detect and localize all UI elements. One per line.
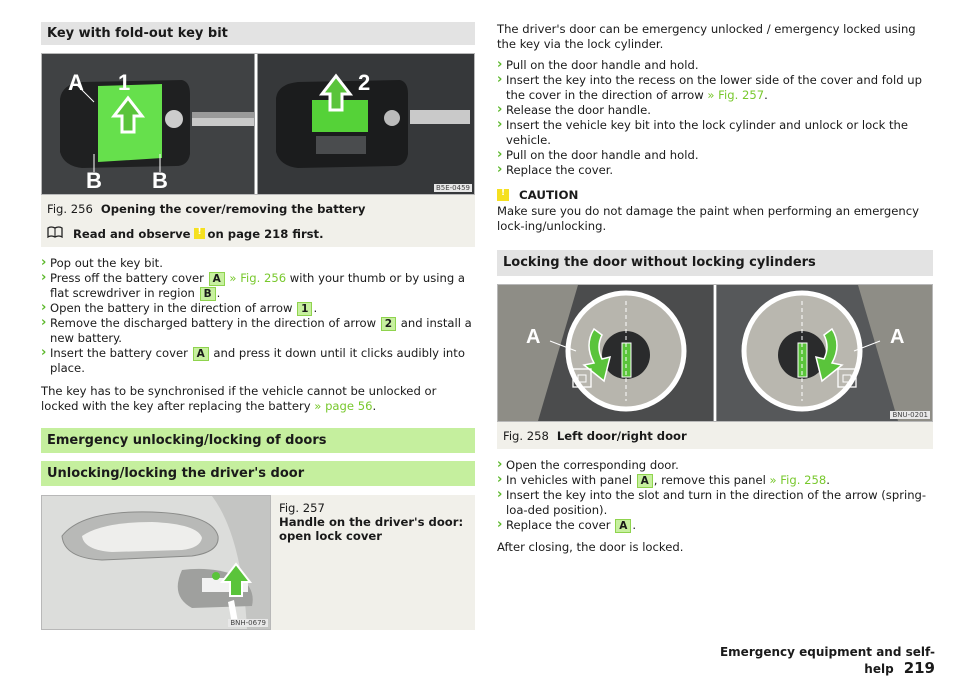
- figure-256: A 1 2 B B B5E-0459 Fig. 256 Opening the c…: [41, 53, 475, 222]
- step-item: Insert the battery cover A and press it …: [41, 345, 475, 376]
- figure-257-code: BNH-0679: [228, 619, 268, 627]
- after-closing-text: After closing, the door is locked.: [497, 540, 684, 554]
- figure-257-caption: Fig. 257 Handle on the driver's door: op…: [279, 501, 469, 543]
- section-header-driver-door: Unlocking/locking the driver's door: [41, 461, 475, 486]
- step-item: Open the corresponding door.: [497, 457, 933, 473]
- door-handle-illustration: [42, 496, 270, 629]
- key-label-b: B: [199, 287, 216, 301]
- step-item: Pull on the door handle and hold.: [497, 57, 933, 73]
- key-label-2: 2: [380, 317, 397, 331]
- figure-256-image: A 1 2 B B B5E-0459: [41, 53, 475, 195]
- step-item: In vehicles with panel A, remove this pa…: [497, 472, 933, 488]
- steps-no-cylinder: Open the corresponding door. In vehicles…: [497, 457, 933, 533]
- read-note-before: Read and observe: [73, 226, 191, 241]
- caution-label: CAUTION: [519, 188, 579, 202]
- right-column: The driver's door can be emergency unloc…: [497, 22, 933, 555]
- steps-driver-door: Pull on the door handle and hold. Insert…: [497, 57, 933, 178]
- key-label-a: A: [615, 519, 632, 533]
- caution-heading: CAUTION: [497, 188, 933, 202]
- page-link[interactable]: » page 56: [314, 399, 373, 413]
- step-item: Insert the key into the slot and turn in…: [497, 487, 933, 518]
- footer-section: Emergency equipment and self-help: [719, 645, 935, 676]
- fig-link[interactable]: » Fig. 257: [707, 88, 765, 102]
- steps-battery: Pop out the key bit. Press off the batte…: [41, 255, 475, 376]
- warning-icon: [497, 188, 509, 201]
- intro-paragraph: The driver's door can be emergency unloc…: [497, 22, 916, 51]
- book-icon: [47, 226, 63, 241]
- figure-258-title: Left door/right door: [556, 429, 687, 443]
- figure-258: A A BNU-0201 Fig. 258 Left door/right doo…: [497, 284, 933, 449]
- section-header-key: Key with fold-out key bit: [41, 22, 475, 45]
- fig256-label-b-right: B: [152, 168, 168, 193]
- fig258-label-a-left: A: [526, 326, 540, 348]
- step-item: Press off the battery cover A » Fig. 256…: [41, 270, 475, 301]
- fig256-label-1: 1: [118, 70, 130, 95]
- left-column: Key with fold-out key bit: [41, 22, 475, 630]
- page-number: 219: [903, 659, 935, 677]
- fig256-label-b-left: B: [86, 168, 102, 193]
- figure-257: BNH-0679 Fig. 257 Handle on the driver's…: [41, 495, 475, 630]
- sync-paragraph: The key has to be synchronised if the ve…: [41, 384, 437, 413]
- step-item: Replace the cover.: [497, 162, 933, 178]
- figure-256-caption: Fig. 256 Opening the cover/removing the b…: [41, 195, 475, 222]
- warning-icon: [193, 227, 205, 239]
- key-label-1: 1: [297, 302, 313, 316]
- fig256-label-a: A: [68, 70, 84, 95]
- step-item: Release the door handle.: [497, 102, 933, 118]
- figure-258-image: A A BNU-0201: [497, 284, 933, 422]
- figure-258-caption: Fig. 258 Left door/right door: [497, 422, 933, 449]
- key-label-a: A: [192, 347, 209, 361]
- key-label-a: A: [208, 272, 225, 286]
- key-label-a: A: [636, 474, 653, 488]
- caution-text: Make sure you do not damage the paint wh…: [497, 204, 919, 233]
- step-item: Insert the vehicle key bit into the lock…: [497, 117, 933, 148]
- step-item: Replace the cover A.: [497, 517, 933, 533]
- section-header-emergency: Emergency unlocking/locking of doors: [41, 428, 475, 453]
- step-item: Open the battery in the direction of arr…: [41, 300, 475, 316]
- step-item: Remove the discharged battery in the dir…: [41, 315, 475, 346]
- figure-258-code: BNU-0201: [890, 411, 930, 419]
- key-illustration: A 1 2 B B: [42, 54, 474, 194]
- step-item: Pop out the key bit.: [41, 255, 475, 271]
- figure-256-title: Opening the cover/removing the battery: [100, 202, 366, 216]
- figure-258-number: Fig. 258: [503, 429, 549, 443]
- door-lock-illustration: A A: [498, 285, 932, 421]
- fig258-label-a-right: A: [890, 326, 904, 348]
- fig-link[interactable]: » Fig. 258: [769, 473, 827, 487]
- figure-257-image: BNH-0679: [41, 495, 271, 630]
- fig256-label-2: 2: [358, 70, 370, 95]
- step-item: Pull on the door handle and hold.: [497, 147, 933, 163]
- read-note-after: on page 218 first.: [207, 226, 324, 241]
- figure-257-number: Fig. 257: [279, 501, 325, 515]
- figure-257-title: Handle on the driver's door: open lock c…: [279, 515, 464, 543]
- read-observe-note: Read and observe on page 218 first.: [41, 222, 475, 247]
- section-header-no-cylinder: Locking the door without locking cylinde…: [497, 250, 933, 276]
- step-item: Insert the key into the recess on the lo…: [497, 72, 933, 103]
- figure-256-number: Fig. 256: [47, 202, 93, 216]
- fig-link[interactable]: » Fig. 256: [229, 271, 287, 285]
- figure-256-code: B5E-0459: [433, 184, 472, 192]
